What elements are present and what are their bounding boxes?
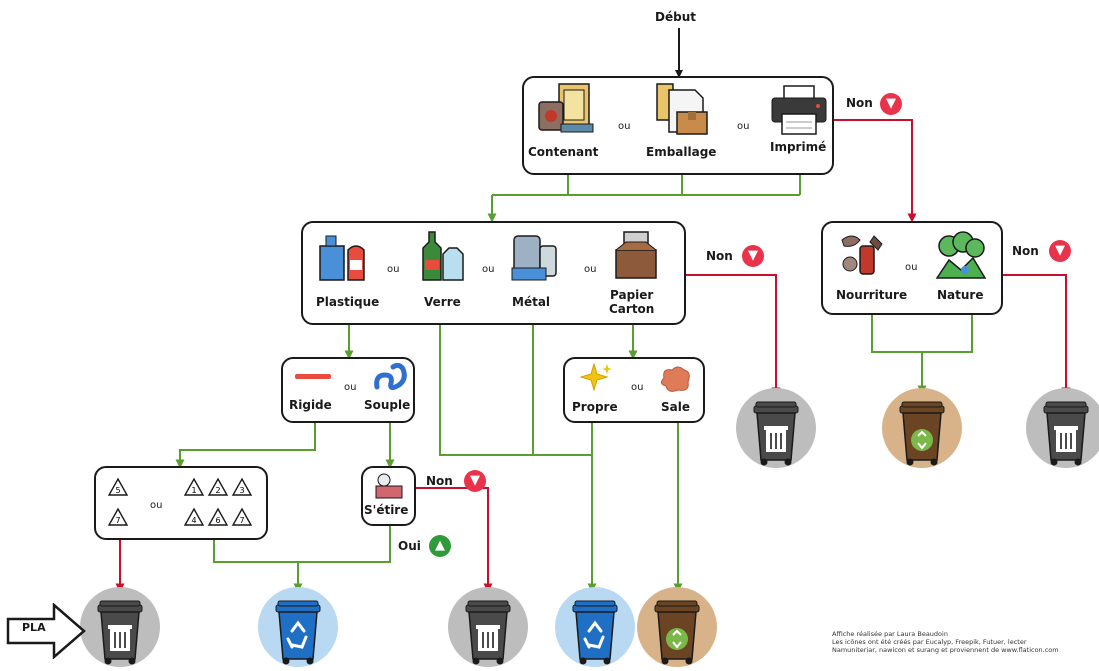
resin-code-icon: 2: [207, 477, 229, 496]
printed-label: Imprimé: [770, 140, 827, 154]
trash-bin-icon: [80, 587, 160, 667]
rigid-icon: [295, 374, 331, 379]
trash-bin-icon: [448, 587, 528, 667]
plastic-icon: [319, 235, 365, 281]
or-connector: ou: [482, 264, 495, 275]
svg-text:5: 5: [115, 486, 120, 495]
trash-bin-icon: [1026, 388, 1099, 468]
recycling-bin-icon: [555, 587, 635, 667]
or-connector: ou: [618, 121, 631, 132]
or-connector: ou: [584, 264, 597, 275]
flexible-label: Souple: [364, 398, 411, 412]
sparkle-icon: [580, 362, 612, 392]
stretch-no-arrow: [416, 487, 493, 593]
rigid-label: Rigide: [289, 398, 332, 412]
stain-icon: [660, 366, 690, 392]
trash-bin-icon: [736, 388, 816, 468]
glass-metal-line: [439, 325, 592, 456]
paper-cardboard-label: Papier Carton: [609, 288, 655, 316]
material-no-label: Non: [706, 249, 733, 263]
or-connector: ou: [905, 262, 918, 273]
nature-label: Nature: [937, 288, 984, 302]
clean-label: Propre: [572, 400, 618, 414]
organic-no-arrow: [1003, 274, 1071, 397]
svg-text:7: 7: [115, 516, 120, 525]
cardboard-icon: [615, 231, 657, 279]
resin-code-icon: 6: [207, 507, 229, 526]
resin-codes: 5 7 1 2 3 4 6 7: [107, 477, 253, 526]
pla-arrow-icon: [6, 603, 86, 659]
packaging-icon: [656, 83, 708, 135]
material-no-arrow: [686, 274, 781, 397]
or-connector: ou: [737, 121, 750, 132]
glass-label: Verre: [424, 295, 461, 309]
compost-bin-icon: [637, 587, 717, 667]
flexible-icon: [374, 363, 407, 391]
resin-code-icon: 3: [231, 477, 253, 496]
svg-text:1: 1: [191, 486, 196, 495]
stretch-yes-label: Oui: [398, 539, 421, 553]
svg-text:6: 6: [215, 516, 220, 525]
start-label: Début: [655, 10, 696, 24]
or-connector: ou: [631, 382, 644, 393]
glass-icon: [422, 231, 464, 281]
credits: Affiche réalisée par Laura Beaudoin Les …: [832, 630, 1059, 654]
thumbs-down-icon: ▼: [1049, 240, 1071, 262]
food-icon: [841, 235, 883, 275]
thumbs-up-icon: ▲: [429, 535, 451, 557]
or-connector: ou: [150, 500, 163, 511]
organic-no-label: Non: [1012, 244, 1039, 258]
stretch-no-label: Non: [426, 474, 453, 488]
svg-text:2: 2: [215, 486, 220, 495]
material-box: [301, 221, 686, 325]
plastic-label: Plastique: [316, 295, 380, 309]
resin-code-box: [94, 466, 268, 540]
stretch-film-icon: [375, 473, 403, 499]
container-icon: [538, 83, 594, 133]
printer-icon: [771, 85, 827, 135]
credit-line: Namuniteriar, nawicon et surang et provi…: [832, 646, 1059, 654]
compost-bin-icon: [882, 388, 962, 468]
stretch-yes-line: [298, 526, 391, 563]
thumbs-down-icon: ▼: [464, 470, 486, 492]
resin-code-icon: 7: [231, 507, 253, 526]
top-yes-arrow: [491, 175, 801, 217]
stretch-label: S'étire: [364, 503, 409, 517]
recycling-bin-icon: [258, 587, 338, 667]
credit-line: Affiche réalisée par Laura Beaudoin: [832, 630, 948, 638]
svg-text:7: 7: [239, 516, 244, 525]
resin-code-icon: 1: [183, 477, 205, 496]
or-connector: ou: [387, 264, 400, 275]
food-label: Nourriture: [836, 288, 908, 302]
dirty-label: Sale: [661, 400, 690, 414]
credit-line: Les icônes ont été créés par Eucalyp, Fr…: [832, 638, 1027, 646]
rigid-arrow: [175, 423, 316, 469]
nature-icon: [935, 231, 987, 279]
resin-code-icon: 5: [107, 477, 129, 496]
top-no-label: Non: [846, 96, 873, 110]
svg-text:4: 4: [191, 516, 196, 525]
metal-label: Métal: [512, 295, 551, 309]
pla-label: PLA: [22, 621, 46, 634]
resin-right-green-arrow: [213, 540, 303, 593]
thumbs-down-icon: ▼: [742, 245, 764, 267]
organic-yes-arrow: [871, 315, 973, 390]
packaging-label: Emballage: [646, 145, 717, 159]
resin-code-icon: 7: [107, 507, 129, 526]
or-connector: ou: [344, 382, 357, 393]
container-label: Contenant: [528, 145, 599, 159]
svg-text:3: 3: [239, 486, 244, 495]
resin-code-icon: 4: [183, 507, 205, 526]
thumbs-down-icon: ▼: [880, 93, 902, 115]
top-no-arrow: [834, 119, 917, 223]
metal-icon: [511, 235, 557, 281]
